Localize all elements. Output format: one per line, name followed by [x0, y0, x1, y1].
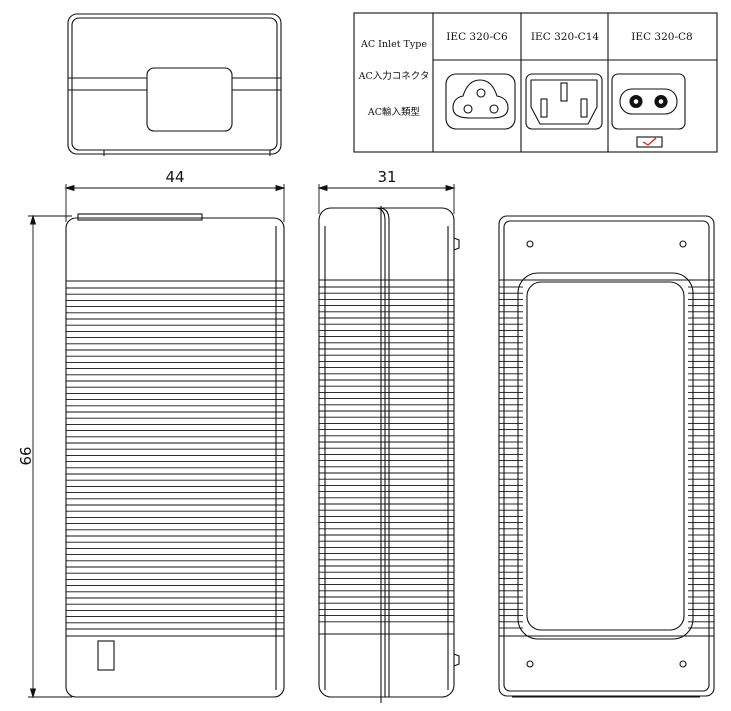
length-dimension-label: 99 [16, 446, 34, 465]
status-led [97, 640, 115, 671]
check-mark-icon [642, 137, 657, 146]
screw-hole-icon [526, 240, 534, 248]
row-label-en: AC Inlet Type [360, 39, 427, 50]
iec-c6-connector-icon [445, 73, 516, 130]
side-ribs [319, 286, 454, 623]
depth-dimension [317, 184, 456, 214]
column-header-c8: IEC 320-C8 [631, 31, 693, 43]
screw-hole-icon [679, 240, 687, 248]
label-area [526, 281, 685, 631]
inlet-opening [146, 67, 233, 132]
column-header-c14: IEC 320-C14 [531, 31, 599, 43]
back-ribs [499, 286, 714, 629]
width-dimension [64, 184, 286, 222]
back-view [498, 215, 715, 698]
length-dimension [28, 214, 72, 699]
front-ribs [66, 287, 284, 630]
selected-checkbox [636, 136, 663, 148]
column-header-c6: IEC 320-C6 [446, 31, 508, 43]
row-label-ja: AC入力コネクタ [358, 70, 430, 82]
iec-c8-connector-icon [611, 73, 686, 130]
front-view [65, 213, 285, 698]
depth-dimension-label: 31 [377, 168, 396, 186]
screw-hole-icon [679, 660, 687, 668]
inlet-table [353, 12, 718, 153]
end-view [67, 13, 282, 156]
width-dimension-label: 44 [165, 168, 184, 186]
iec-c14-connector-icon [525, 73, 603, 130]
side-view [318, 206, 460, 703]
screw-hole-icon [526, 660, 534, 668]
row-label-zh: AC輸入類型 [367, 106, 421, 118]
